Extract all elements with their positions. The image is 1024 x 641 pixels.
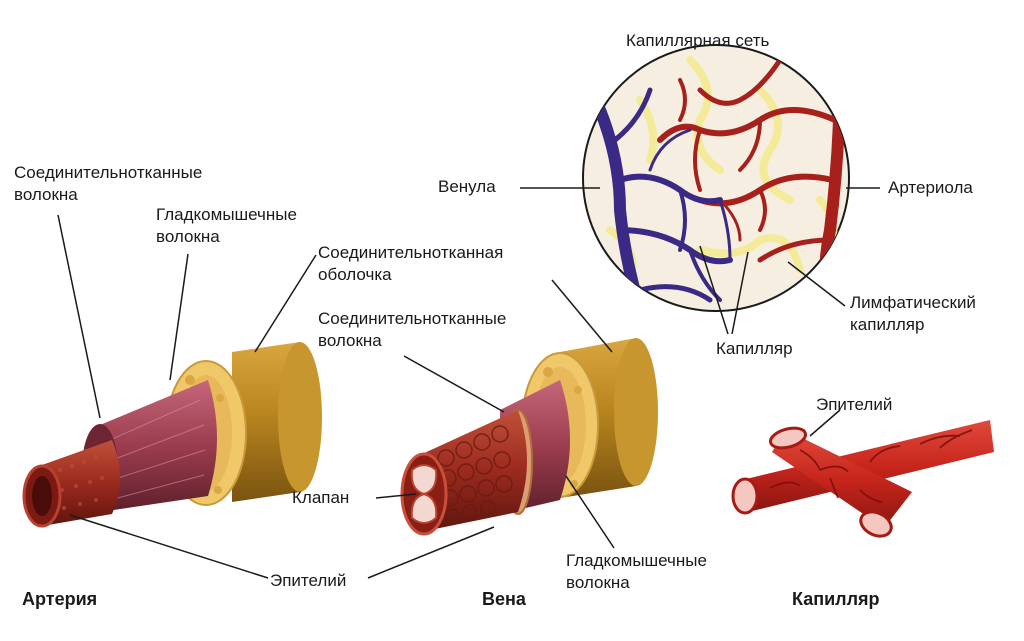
label-valve: Клапан (292, 488, 350, 507)
artery-figure (22, 342, 322, 528)
leader-smooth-muscle-bottom (565, 475, 615, 549)
leader-capillary-2 (731, 251, 749, 335)
capillary-tube-main (742, 420, 994, 512)
leader-capillary-1 (699, 245, 729, 335)
artery-outer-sheath-end (278, 342, 322, 492)
leader-epithelium-vein (367, 526, 495, 579)
label-ct-fibers-mid: Соединительнотканные волокна (318, 309, 507, 350)
label-capillary-network: Капиллярная сеть (626, 31, 770, 50)
title-vein: Вена (482, 589, 526, 609)
artery-inner-tube (42, 440, 120, 526)
capillary-network-circle (582, 44, 850, 312)
vein-valve (410, 464, 438, 524)
leader-epithelium-artery (69, 514, 269, 579)
label-lymph-capillary: Лимфатический капилляр (850, 293, 976, 334)
capillary-figure (731, 420, 994, 538)
leader-epithelium-cap (809, 409, 841, 437)
leader-lymph (787, 261, 846, 307)
label-smooth-muscle-top: Гладкомышечные волокна (156, 205, 297, 246)
leader-ct-fibers-mid (403, 355, 505, 413)
label-smooth-muscle-bottom: Гладкомышечные волокна (566, 551, 707, 592)
leader-lines (57, 187, 880, 579)
leader-smooth-muscle-top (169, 253, 189, 381)
title-capillary: Капилляр (792, 589, 880, 609)
label-epithelium-bottom: Эпителий (270, 571, 347, 590)
vein-figure (400, 338, 658, 536)
leader-ct-sheath (254, 254, 317, 353)
label-capillary-small: Капилляр (716, 339, 793, 358)
label-epithelium-cap: Эпителий (816, 395, 893, 414)
leader-ct-fibers-left (57, 214, 101, 419)
title-artery: Артерия (22, 589, 98, 609)
label-venule: Венула (438, 177, 496, 196)
leader-ct-sheath-vein (551, 279, 613, 353)
leader-valve (375, 493, 417, 499)
label-ct-fibers-left: Соединительнотканные волокна (14, 163, 203, 204)
label-arteriole: Артериола (888, 178, 973, 197)
label-ct-sheath: Соединительнотканная оболочка (318, 243, 504, 284)
